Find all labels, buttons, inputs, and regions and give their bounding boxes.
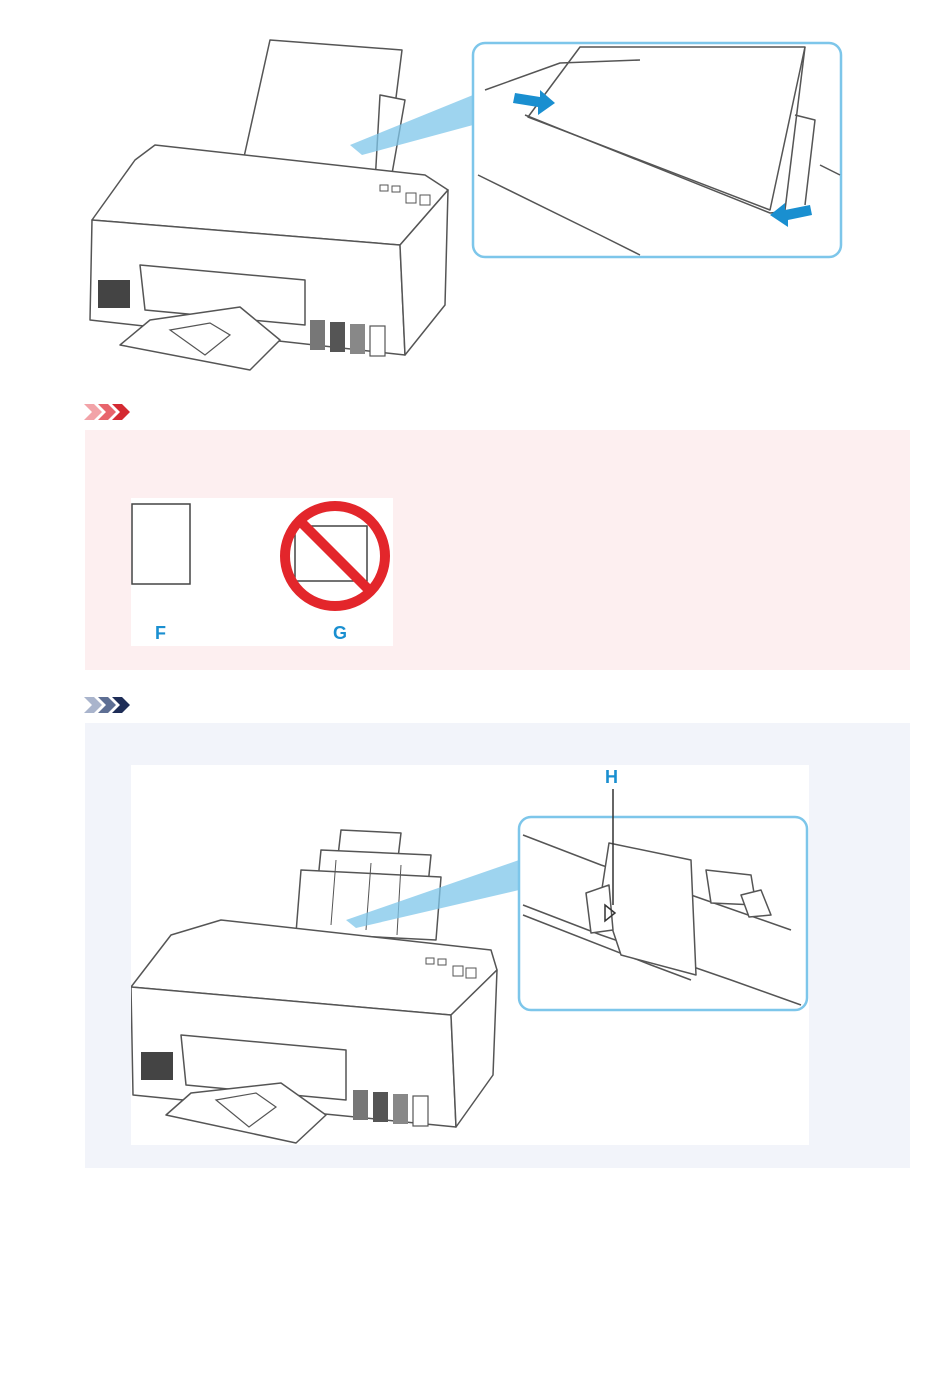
paper-orientation-figure: F G xyxy=(131,498,393,646)
paper-guide-mark-figure: H xyxy=(131,765,809,1145)
paper-guide-mark-label: H xyxy=(605,767,618,787)
printer-paper-guides-figure xyxy=(80,35,850,380)
portrait-paper-shape xyxy=(132,504,190,584)
important-chevrons-icon xyxy=(84,404,132,420)
note-chevrons-icon xyxy=(84,697,132,713)
landscape-label: G xyxy=(333,623,347,643)
portrait-label: F xyxy=(155,623,166,643)
note-box: H xyxy=(85,723,910,1168)
important-box: F G xyxy=(85,430,910,670)
